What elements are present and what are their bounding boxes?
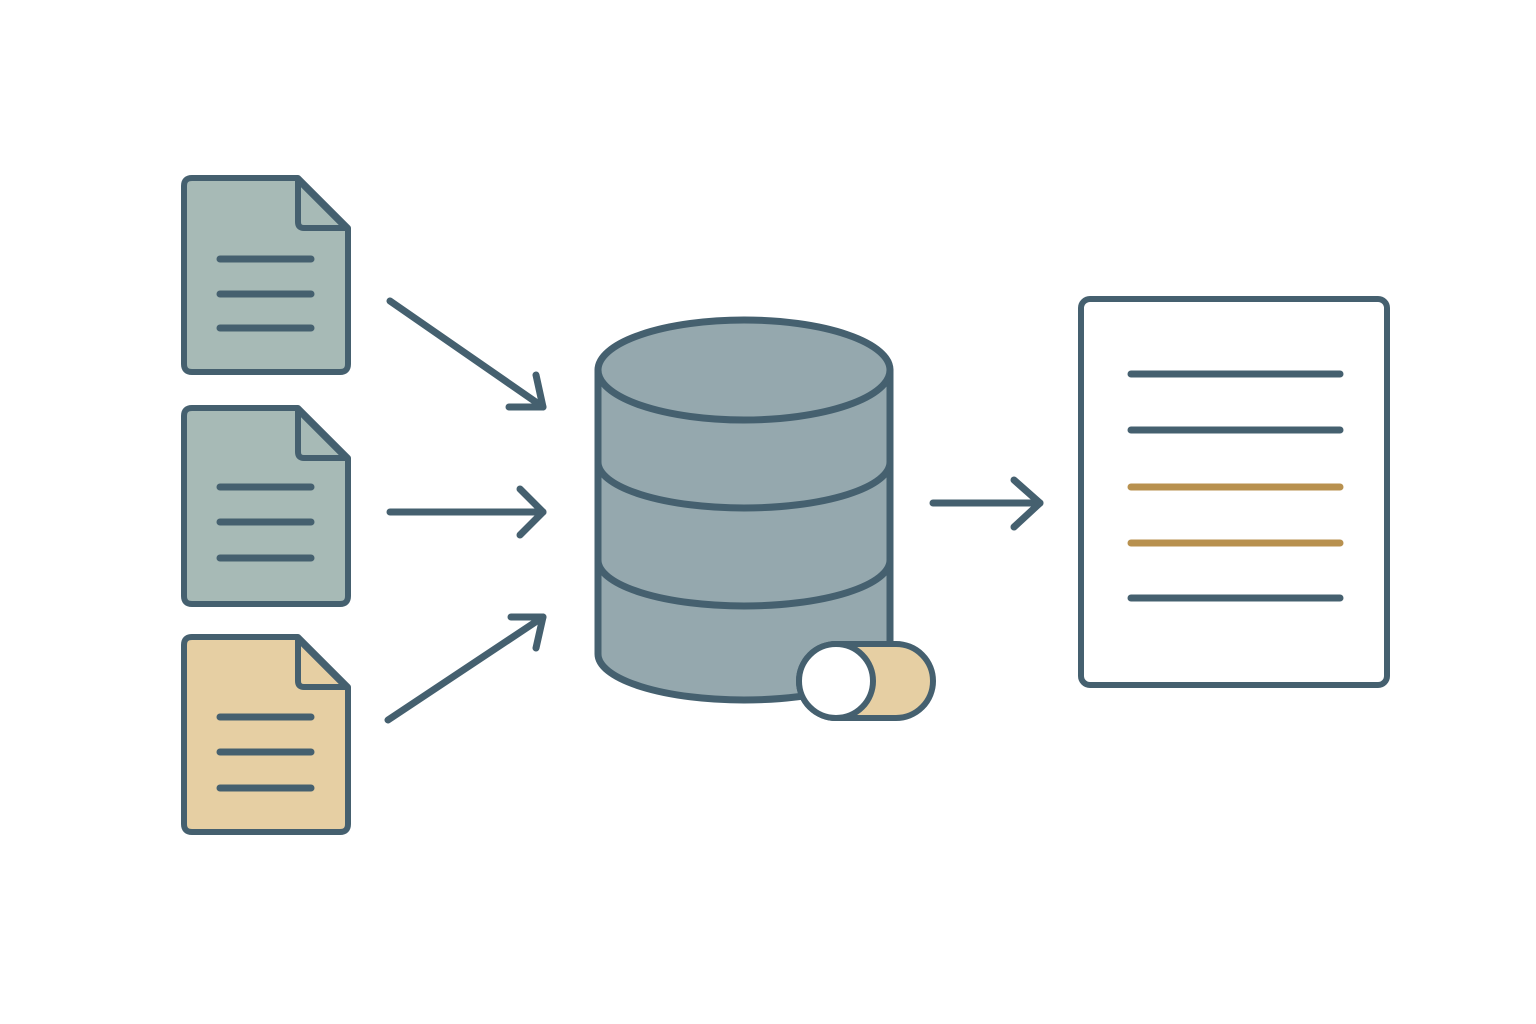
toggle-knob bbox=[796, 641, 876, 721]
database-band-line bbox=[594, 458, 894, 512]
database-band-line bbox=[594, 556, 894, 610]
document-fold-corner bbox=[295, 636, 349, 690]
input-document-1 bbox=[181, 175, 351, 375]
arrow-doc3-to-database bbox=[384, 613, 547, 724]
input-document-2 bbox=[181, 405, 351, 607]
output-document-body bbox=[1078, 296, 1390, 688]
arrow-doc2-to-database bbox=[386, 485, 547, 539]
output-document-icon bbox=[1078, 296, 1390, 688]
document-fold-corner bbox=[295, 177, 349, 231]
database-icon bbox=[594, 316, 894, 704]
arrow-database-to-output bbox=[929, 476, 1044, 531]
document-fold-corner bbox=[295, 407, 349, 461]
input-document-3 bbox=[181, 634, 351, 835]
arrow-doc1-to-database bbox=[386, 297, 547, 411]
toggle-switch-icon[interactable] bbox=[796, 641, 936, 721]
database-top bbox=[594, 316, 894, 424]
